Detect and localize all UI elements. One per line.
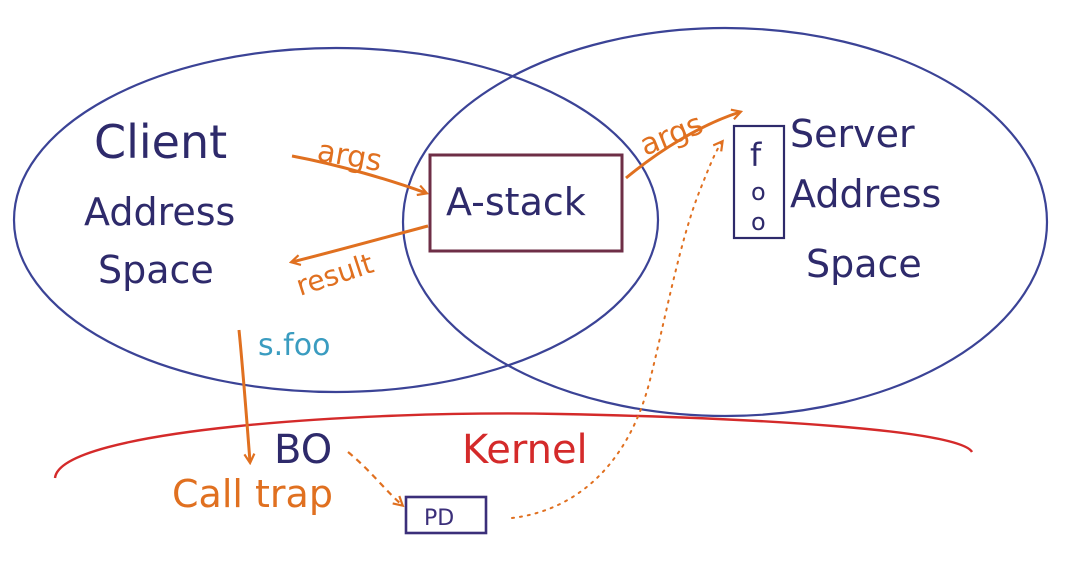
result-arrow <box>292 224 429 262</box>
bo-label: BO <box>274 427 332 473</box>
client-space-line2: Address <box>84 190 235 234</box>
args-server-label: args <box>635 107 708 164</box>
astack-box <box>428 153 624 253</box>
client-address-space-ellipse <box>12 46 660 394</box>
result-label: result <box>292 247 378 303</box>
pd-label: PD <box>424 506 454 531</box>
pd-box <box>404 495 488 535</box>
server-address-space-ellipse <box>401 26 1049 418</box>
procedure-letter-2: o <box>751 178 766 206</box>
call-trap-label: Call trap <box>172 472 333 516</box>
bo-to-pd-arrow <box>347 451 402 505</box>
call-to-kernel-arrow <box>237 329 250 462</box>
server-space-line2: Address <box>790 172 941 216</box>
args-to-server-arrow <box>625 112 740 180</box>
procedure-foo-box <box>732 124 786 240</box>
client-space-line1: Client <box>94 115 227 169</box>
server-space-line3: Space <box>806 242 922 286</box>
client-space-line3: Space <box>98 248 214 292</box>
procedure-letter-1: f <box>750 136 762 174</box>
procedure-letter-3: o <box>751 208 766 236</box>
kernel-boundary-line <box>53 412 974 479</box>
args-client-label: args <box>315 133 385 179</box>
server-space-line1: Server <box>790 112 915 156</box>
astack-label: A-stack <box>446 180 586 224</box>
args-to-astack-arrow <box>291 154 426 193</box>
kernel-label: Kernel <box>462 427 588 473</box>
call-label: s.foo <box>258 328 330 363</box>
